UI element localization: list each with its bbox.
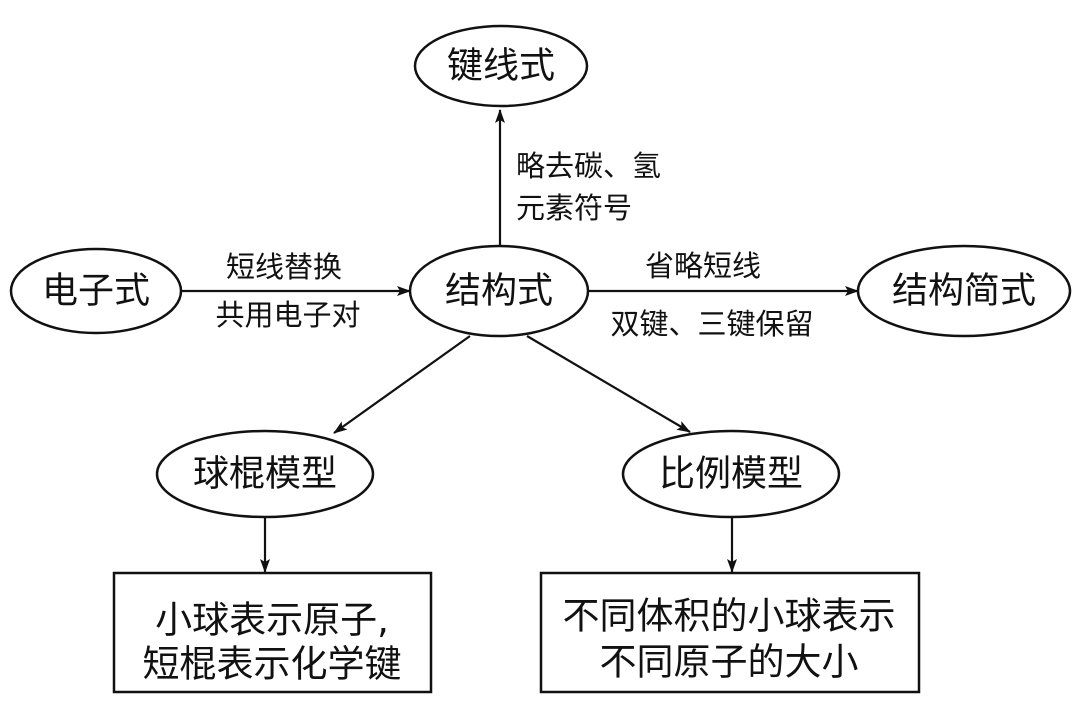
label-to-bond-line: 略去碳、氢 元素符号 [516, 149, 661, 225]
note-ball-stick-line1: 小球表示原子, [155, 599, 389, 642]
label-to-bond-line-line1: 略去碳、氢 [516, 149, 661, 183]
node-bond-line-label: 键线式 [447, 46, 555, 87]
label-to-condensed: 省略短线 双键、三键保留 [610, 249, 813, 341]
node-ball-stick-label: 球棍模型 [193, 454, 337, 495]
note-ball-stick: 小球表示原子, 短棍表示化学键 [112, 571, 433, 694]
label-electron-to-structural-line2: 共用电子对 [215, 298, 360, 332]
node-condensed-label: 结构简式 [892, 271, 1036, 312]
node-ball-stick: 球棍模型 [155, 429, 375, 519]
node-structural-label: 结构式 [445, 271, 553, 312]
node-space-filling: 比例模型 [621, 429, 841, 519]
node-electron: 电子式 [9, 247, 183, 335]
note-space-filling-line2: 不同原子的大小 [600, 641, 859, 684]
label-to-bond-line-line2: 元素符号 [516, 191, 632, 225]
note-space-filling-line1: 不同体积的小球表示 [563, 595, 896, 638]
node-bond-line: 键线式 [413, 24, 589, 108]
node-electron-label: 电子式 [42, 271, 150, 312]
label-to-condensed-line1: 省略短线 [645, 249, 761, 283]
arrow-structural-to-ball-stick [333, 335, 471, 434]
label-to-condensed-line2: 双键、三键保留 [610, 307, 813, 341]
node-condensed: 结构简式 [856, 244, 1072, 338]
node-structural: 结构式 [408, 244, 590, 338]
note-ball-stick-line2: 短棍表示化学键 [143, 643, 402, 686]
label-electron-to-structural: 短线替换 共用电子对 [215, 250, 360, 332]
note-space-filling: 不同体积的小球表示 不同原子的大小 [539, 571, 921, 694]
node-space-filling-label: 比例模型 [659, 454, 803, 495]
label-electron-to-structural-line1: 短线替换 [226, 250, 342, 284]
arrow-structural-to-space-filling [526, 335, 691, 433]
